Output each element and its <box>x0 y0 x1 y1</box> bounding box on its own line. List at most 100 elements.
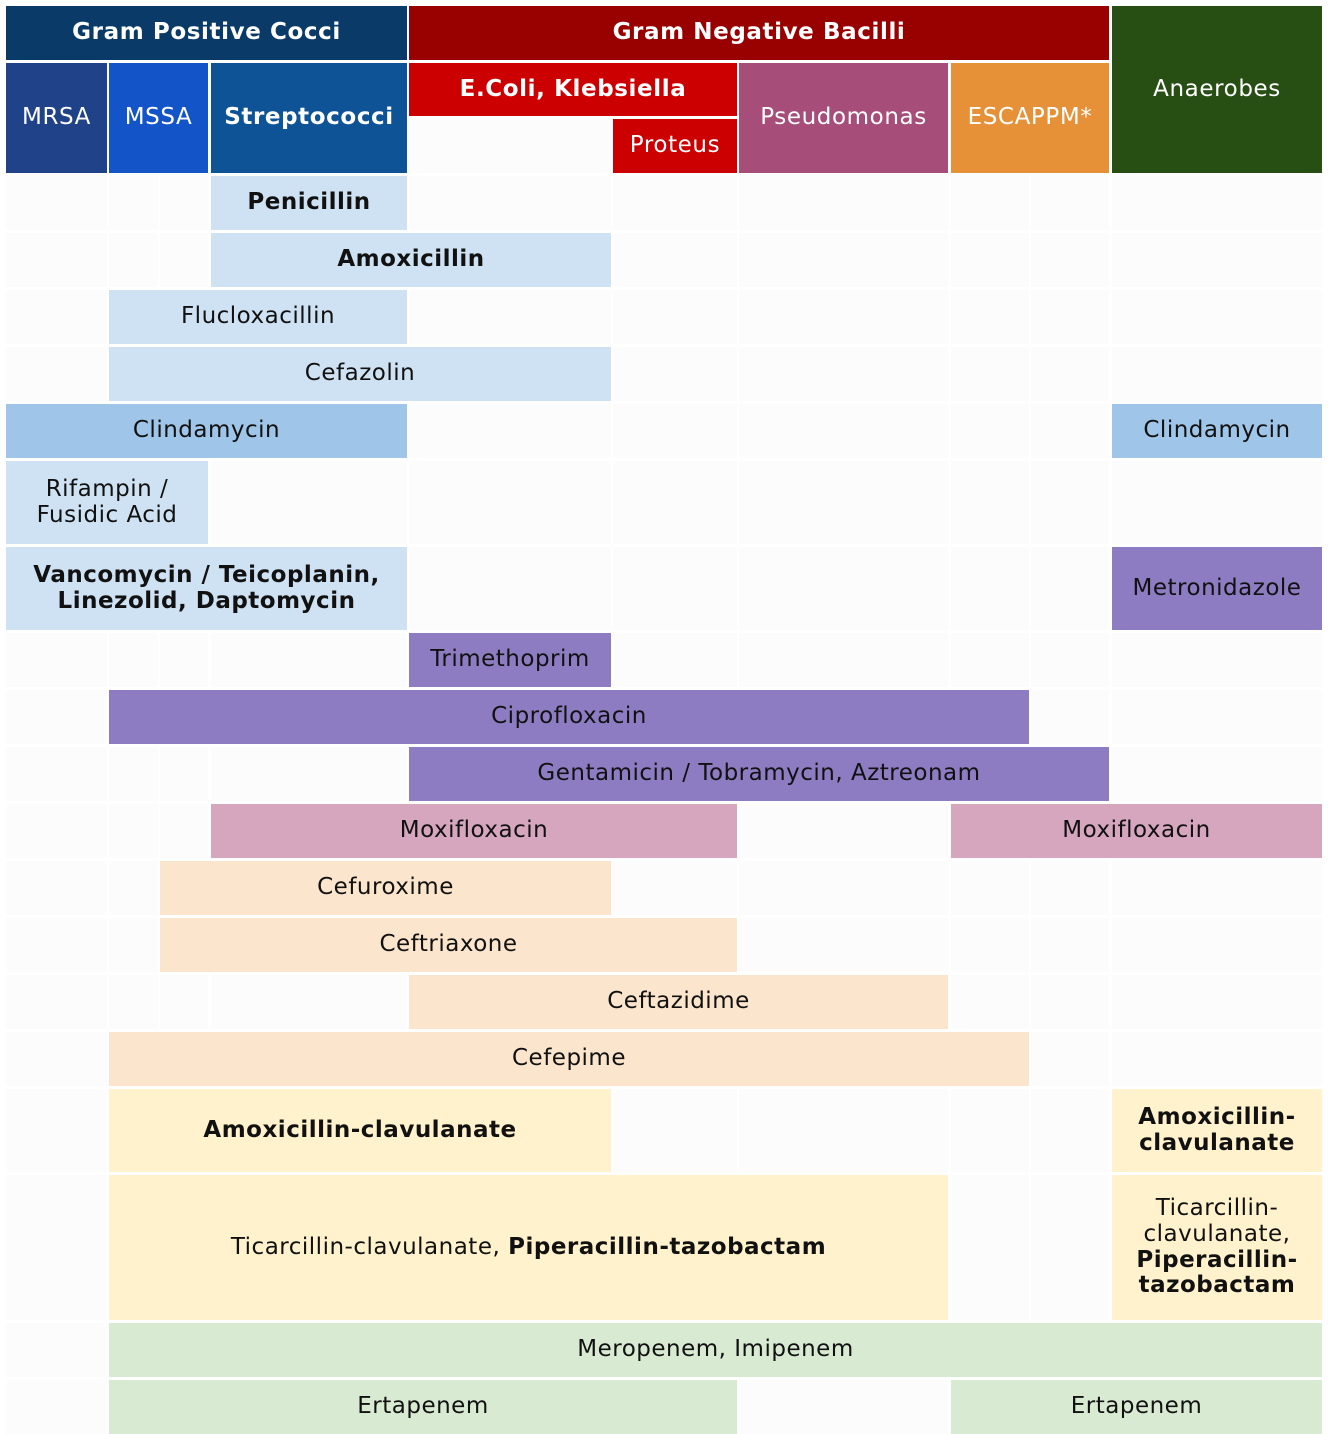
empty-cell <box>1031 975 1109 1029</box>
label-text: Ceftriaxone <box>379 931 518 958</box>
empty-cell <box>1031 690 1109 744</box>
label-text: Ertapenem <box>1070 1393 1203 1420</box>
drug-label: Clindamycin <box>133 417 280 444</box>
drug-bar-flucloxacillin: Flucloxacillin <box>109 290 407 344</box>
empty-cell <box>1112 290 1322 344</box>
empty-cell <box>1112 861 1322 915</box>
label-text: Cefepime <box>511 1045 626 1072</box>
label-text: Ertapenem <box>357 1393 489 1420</box>
drug-label: Ceftazidime <box>607 988 750 1015</box>
header-organism-e-coli-klebsiella: E.Coli, Klebsiella <box>409 63 737 116</box>
empty-cell <box>1112 1032 1322 1086</box>
empty-cell <box>211 975 407 1029</box>
empty-cell <box>613 347 737 401</box>
label-text: Moxifloxacin <box>1062 817 1211 844</box>
drug-label: Gentamicin / Tobramycin, Aztreonam <box>537 760 980 787</box>
empty-cell <box>613 633 737 687</box>
drug-bar-moxifloxacin: Moxifloxacin <box>211 804 737 858</box>
empty-cell <box>6 633 107 687</box>
drug-bar-gentamicin-tobramycin-aztreonam: Gentamicin / Tobramycin, Aztreonam <box>409 747 1109 801</box>
empty-cell <box>613 233 737 287</box>
empty-cell <box>739 918 948 972</box>
drug-label: Ciprofloxacin <box>491 703 647 730</box>
drug-label: Meropenem, Imipenem <box>577 1336 853 1363</box>
drug-label: Ertapenem <box>357 1393 489 1420</box>
empty-cell <box>109 633 158 687</box>
drug-label: Cefepime <box>511 1045 626 1072</box>
empty-cell <box>613 404 737 458</box>
empty-cell <box>211 747 407 801</box>
empty-cell <box>6 347 107 401</box>
empty-cell <box>1031 233 1109 287</box>
empty-cell <box>951 547 1029 630</box>
header-label: Pseudomonas <box>760 104 927 131</box>
drug-bar-ertapenem: Ertapenem <box>951 1380 1322 1434</box>
header-organism-mrsa: MRSA <box>6 63 107 173</box>
empty-cell <box>6 690 107 744</box>
drug-bar-amoxicillin: Amoxicillin <box>211 233 611 287</box>
header-label: Gram Positive Cocci <box>72 19 341 46</box>
empty-cell <box>109 975 158 1029</box>
empty-cell <box>6 1323 107 1377</box>
header-label: MRSA <box>22 104 91 131</box>
empty-cell <box>109 861 158 915</box>
header-label: Proteus <box>629 132 721 159</box>
empty-cell <box>409 404 611 458</box>
label-text: Penicillin <box>247 189 371 216</box>
empty-cell <box>739 1089 948 1172</box>
empty-cell <box>739 176 948 230</box>
empty-cell <box>109 176 158 230</box>
empty-cell <box>6 861 107 915</box>
header-group-gram-positive-cocci: Gram Positive Cocci <box>6 6 407 60</box>
empty-cell <box>409 461 611 544</box>
label-text: Piperacillin-tazobactam <box>508 1233 827 1260</box>
header-label: MSSA <box>124 104 193 131</box>
empty-cell <box>951 1175 1029 1320</box>
drug-label: Ertapenem <box>1070 1393 1203 1420</box>
header-label: Streptococci <box>224 104 394 131</box>
empty-cell <box>160 233 208 287</box>
empty-cell <box>1112 347 1322 401</box>
empty-cell <box>6 918 107 972</box>
label-text: Moxifloxacin <box>399 817 549 844</box>
empty-cell <box>739 347 948 401</box>
label-text: Clindamycin <box>1143 417 1291 444</box>
empty-cell <box>1031 633 1109 687</box>
empty-cell <box>951 290 1029 344</box>
empty-cell <box>1031 1089 1109 1172</box>
label-text: tazobactam <box>1138 1272 1296 1299</box>
empty-cell <box>739 233 948 287</box>
empty-cell <box>1031 861 1109 915</box>
drug-bar-ertapenem: Ertapenem <box>109 1380 737 1434</box>
empty-cell <box>6 747 107 801</box>
drug-label: Ceftriaxone <box>379 931 518 958</box>
label-text: Amoxicillin <box>337 246 485 273</box>
label-text: Piperacillin- <box>1136 1246 1298 1273</box>
empty-cell <box>739 461 948 544</box>
label-text: clavulanate <box>1139 1129 1295 1156</box>
drug-bar-moxifloxacin: Moxifloxacin <box>951 804 1322 858</box>
drug-label: Vancomycin / Teicoplanin, Linezolid, Dap… <box>10 562 403 615</box>
empty-cell <box>1112 747 1322 801</box>
empty-cell <box>951 176 1029 230</box>
empty-cell <box>6 290 107 344</box>
header-organism-streptococci: Streptococci <box>211 63 407 173</box>
label-text: Ceftazidime <box>607 988 750 1015</box>
empty-cell <box>739 547 948 630</box>
drug-bar-ticarcillin-clavulanate-piperacillin-tazobactam: Ticarcillin-clavulanate,Piperacillin-taz… <box>1112 1175 1322 1320</box>
empty-cell <box>1031 404 1109 458</box>
drug-label: Rifampin / Fusidic Acid <box>10 476 204 529</box>
drug-bar-cefepime: Cefepime <box>109 1032 1029 1086</box>
label-text: Flucloxacillin <box>180 303 336 330</box>
empty-cell <box>160 747 208 801</box>
empty-cell <box>1031 918 1109 972</box>
empty-cell <box>951 975 1029 1029</box>
empty-cell <box>1112 975 1322 1029</box>
empty-cell <box>1031 290 1109 344</box>
empty-cell <box>109 747 158 801</box>
header-organism-mssa: MSSA <box>109 63 208 173</box>
empty-cell <box>160 804 208 858</box>
label-text: Ticarcillin-clavulanate, <box>230 1233 509 1260</box>
empty-cell <box>951 1089 1029 1172</box>
empty-cell <box>6 1380 107 1434</box>
